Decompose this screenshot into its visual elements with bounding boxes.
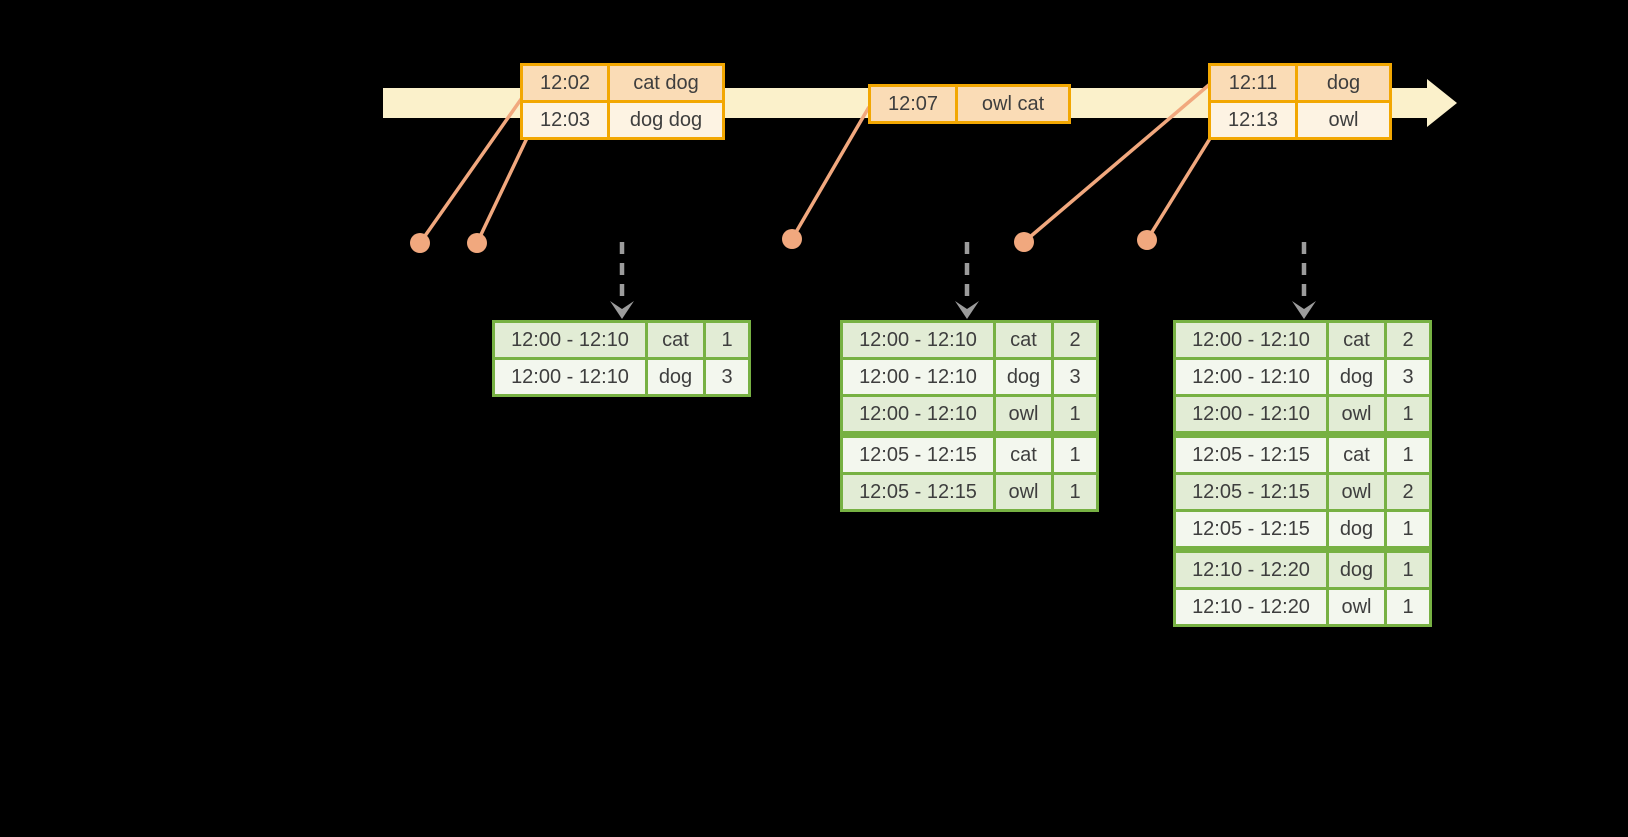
event-dot [1014,232,1034,252]
window-cell: 12:10 - 12:20 [1176,553,1326,587]
result-row: 12:00 - 12:10 owl 1 [1176,397,1429,431]
event-words-cell: cat dog [610,66,722,100]
trigger-arrowhead-icon [1292,301,1316,319]
result-row: 12:05 - 12:15 owl 1 [843,475,1096,509]
event-connector-line [1145,131,1216,241]
result-table-3: 12:00 - 12:10 cat 2 12:00 - 12:10 dog 3 … [1173,320,1432,627]
event-table-2: 12:07 owl cat [868,84,1071,124]
event-connector-line [1022,82,1212,244]
result-row: 12:05 - 12:15 owl 2 [1176,475,1429,509]
event-connector-line [475,137,529,244]
result-row: 12:05 - 12:15 cat 1 [1176,438,1429,472]
trigger-arrowhead-icon [610,301,634,319]
word-cell: owl [996,475,1051,509]
count-cell: 1 [1054,475,1096,509]
window-cell: 12:00 - 12:10 [1176,323,1326,357]
window-cell: 12:05 - 12:15 [843,438,993,472]
result-row: 12:00 - 12:10 cat 2 [1176,323,1429,357]
result-row: 12:00 - 12:10 cat 1 [495,323,748,357]
result-row: 12:00 - 12:10 dog 3 [1176,360,1429,394]
result-table-2: 12:00 - 12:10 cat 2 12:00 - 12:10 dog 3 … [840,320,1099,512]
event-time-cell: 12:13 [1211,103,1295,137]
event-table-3: 12:11 dog 12:13 owl [1208,63,1392,140]
window-cell: 12:05 - 12:15 [1176,438,1326,472]
word-cell: dog [1329,360,1384,394]
word-cell: owl [1329,475,1384,509]
window-cell: 12:00 - 12:10 [843,323,993,357]
word-cell: dog [648,360,703,394]
word-cell: dog [1329,512,1384,546]
count-cell: 2 [1387,323,1429,357]
count-cell: 1 [1387,553,1429,587]
event-words-cell: owl [1298,103,1389,137]
event-dot [410,233,430,253]
count-cell: 1 [1387,438,1429,472]
event-dot [1137,230,1157,250]
count-cell: 3 [706,360,748,394]
timeline-arrowhead-icon [1427,79,1457,127]
window-cell: 12:00 - 12:10 [495,360,645,394]
window-cell: 12:00 - 12:10 [843,360,993,394]
count-cell: 1 [1054,438,1096,472]
result-table-1: 12:00 - 12:10 cat 1 12:00 - 12:10 dog 3 [492,320,751,397]
trigger-arrowhead-icon [955,301,979,319]
event-words-cell: dog [1298,66,1389,100]
word-cell: owl [1329,590,1384,624]
event-connector-line [790,106,871,240]
result-row: 12:00 - 12:10 cat 2 [843,323,1096,357]
event-time-cell: 12:07 [871,87,955,121]
count-cell: 3 [1387,360,1429,394]
word-cell: cat [1329,438,1384,472]
word-cell: owl [1329,397,1384,431]
count-cell: 2 [1387,475,1429,509]
result-row: 12:00 - 12:10 owl 1 [843,397,1096,431]
result-row: 12:00 - 12:10 dog 3 [495,360,748,394]
result-row: 12:10 - 12:20 owl 1 [1176,590,1429,624]
window-cell: 12:00 - 12:10 [495,323,645,357]
event-words-cell: dog dog [610,103,722,137]
event-time-cell: 12:11 [1211,66,1295,100]
count-cell: 1 [706,323,748,357]
event-time-cell: 12:03 [523,103,607,137]
word-cell: cat [1329,323,1384,357]
count-cell: 3 [1054,360,1096,394]
event-dot [467,233,487,253]
word-cell: cat [996,438,1051,472]
count-cell: 1 [1387,590,1429,624]
window-cell: 12:00 - 12:10 [1176,397,1326,431]
trigger-arrows [610,242,1316,319]
count-cell: 1 [1387,397,1429,431]
result-row: 12:10 - 12:20 dog 1 [1176,553,1429,587]
event-table-1: 12:02 cat dog 12:03 dog dog [520,63,725,140]
window-cell: 12:00 - 12:10 [843,397,993,431]
event-time-cell: 12:02 [523,66,607,100]
word-cell: dog [1329,553,1384,587]
window-cell: 12:05 - 12:15 [843,475,993,509]
event-connector-lines [418,82,1216,245]
count-cell: 2 [1054,323,1096,357]
window-cell: 12:10 - 12:20 [1176,590,1326,624]
word-cell: dog [996,360,1051,394]
count-cell: 1 [1054,397,1096,431]
window-cell: 12:05 - 12:15 [1176,512,1326,546]
event-connector-line [418,93,526,245]
window-cell: 12:00 - 12:10 [1176,360,1326,394]
word-cell: cat [996,323,1051,357]
word-cell: cat [648,323,703,357]
event-words-cell: owl cat [958,87,1068,121]
window-cell: 12:05 - 12:15 [1176,475,1326,509]
event-dot [782,229,802,249]
result-row: 12:00 - 12:10 dog 3 [843,360,1096,394]
event-dots [410,229,1157,253]
result-row: 12:05 - 12:15 dog 1 [1176,512,1429,546]
word-cell: owl [996,397,1051,431]
result-row: 12:05 - 12:15 cat 1 [843,438,1096,472]
count-cell: 1 [1387,512,1429,546]
